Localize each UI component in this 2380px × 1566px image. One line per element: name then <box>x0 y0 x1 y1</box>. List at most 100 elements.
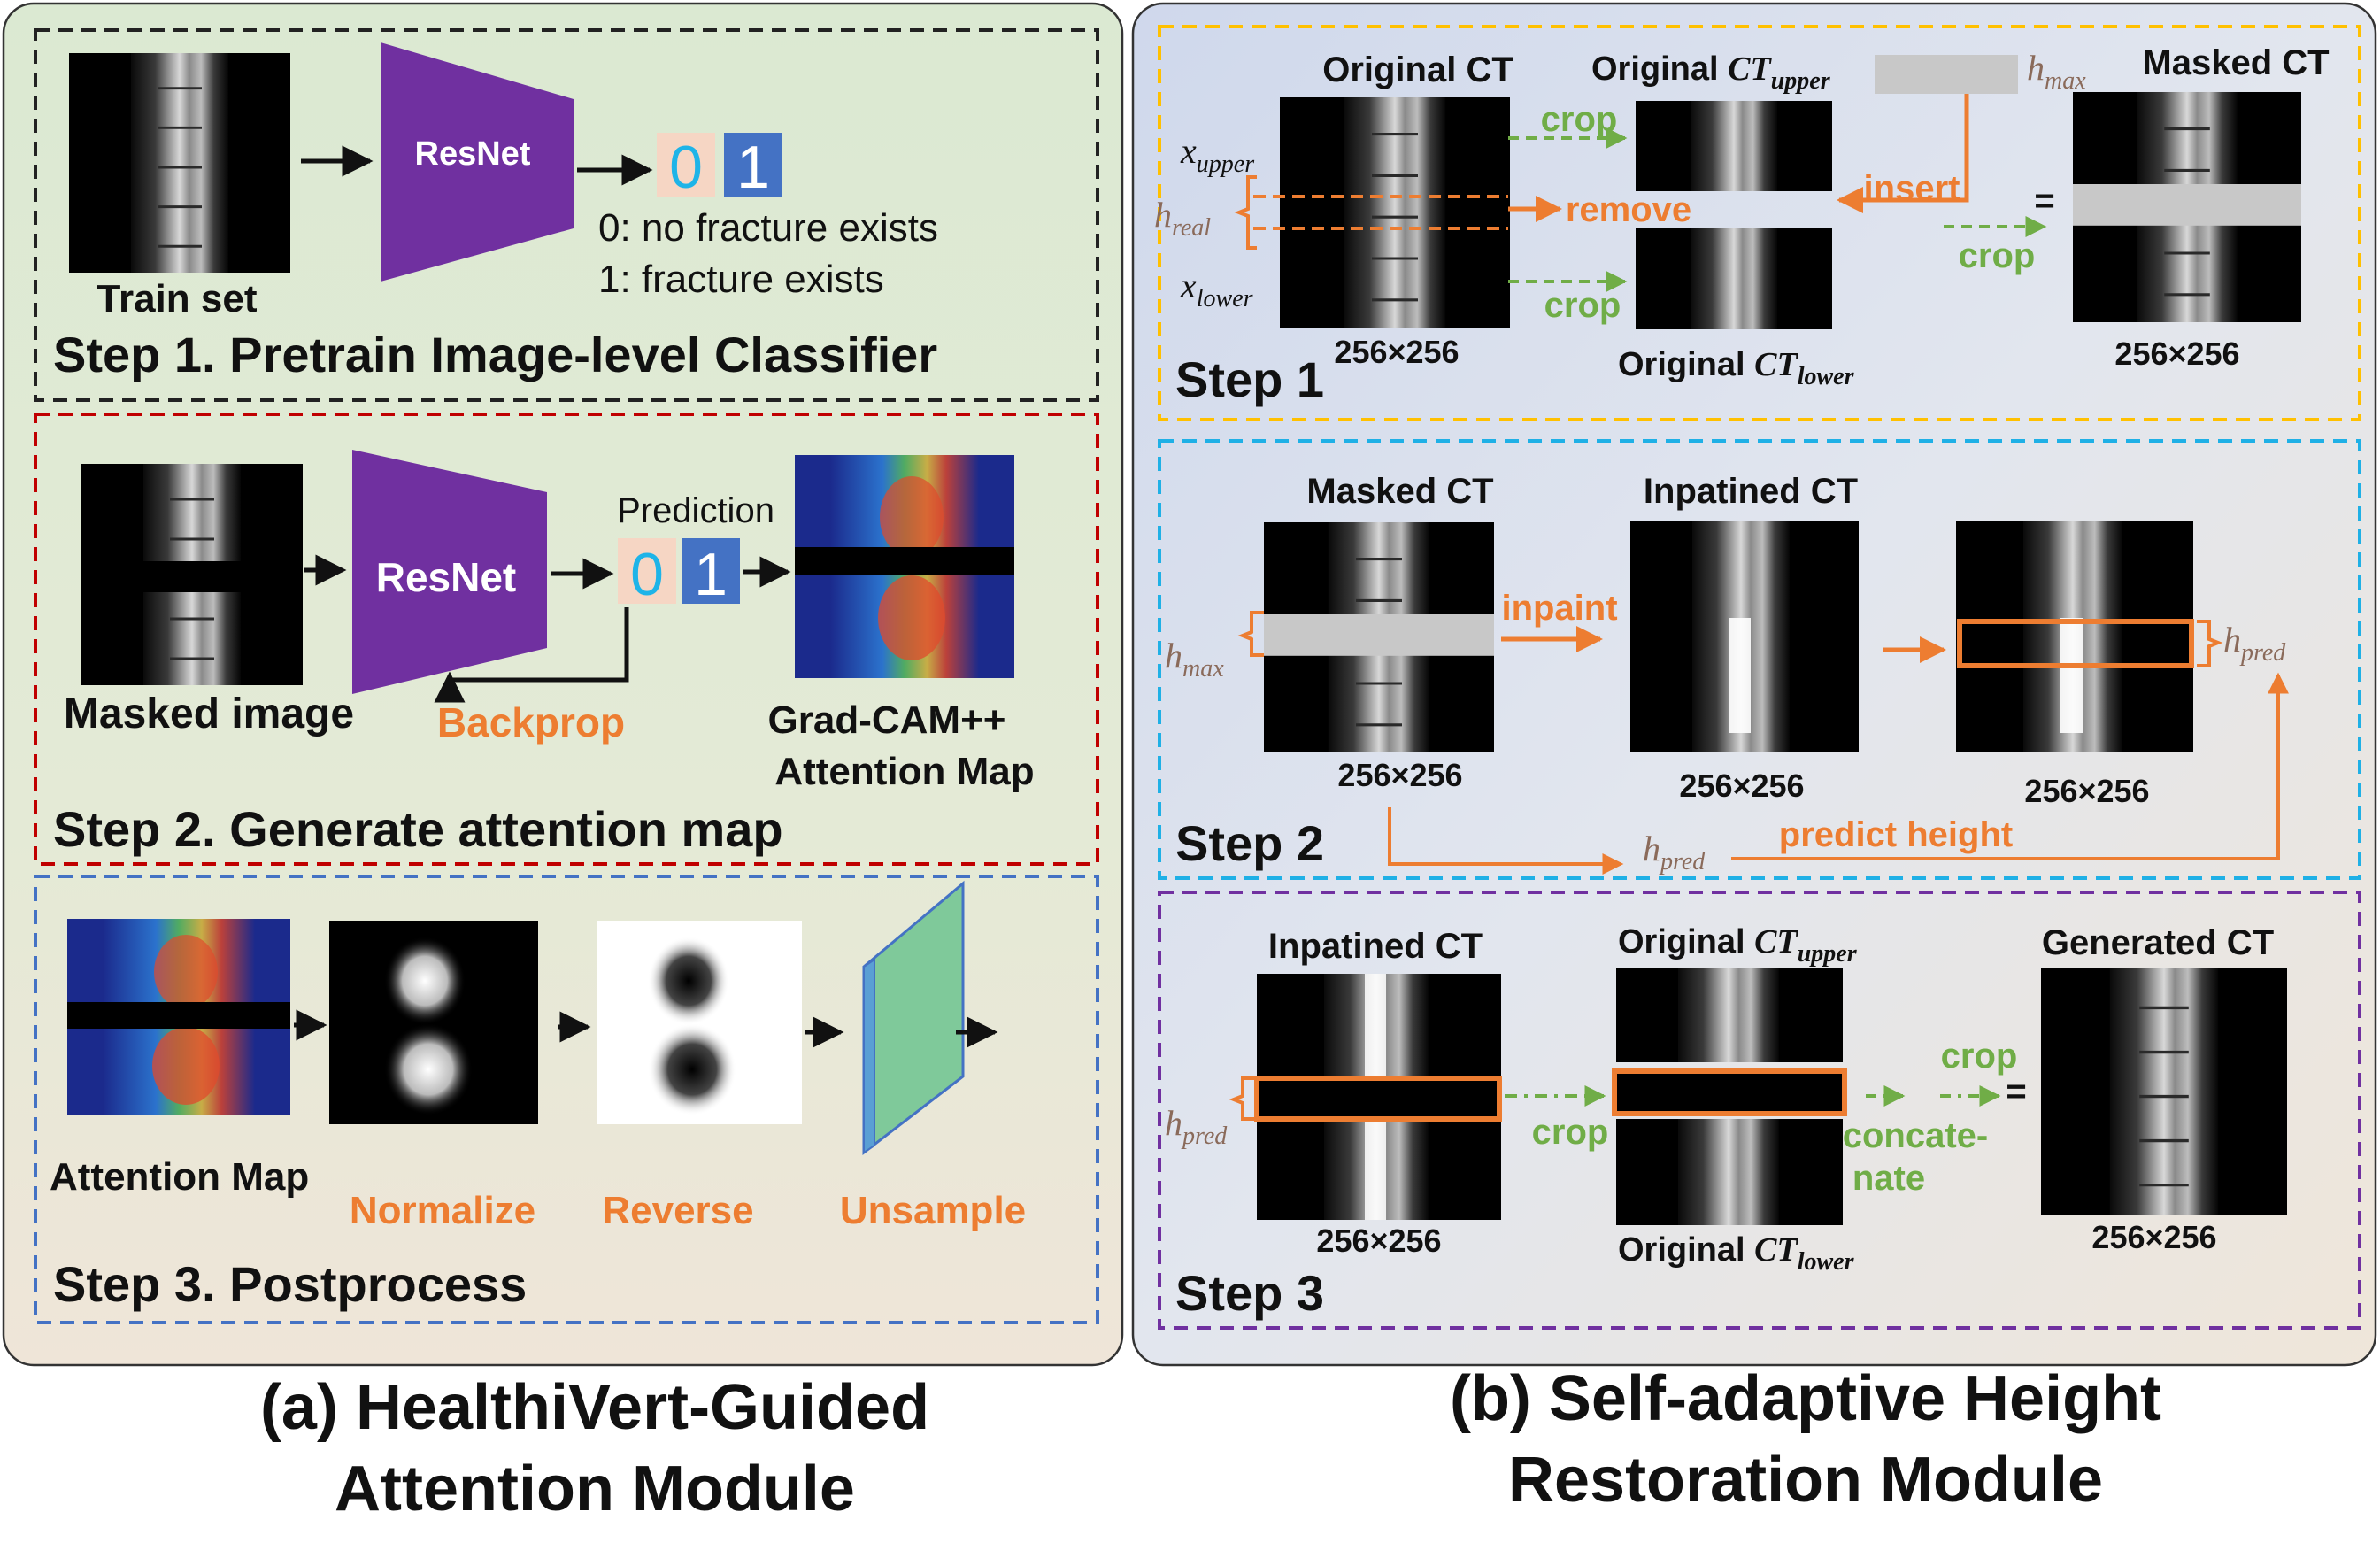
right-caption-line2: Restoration Module <box>1508 1445 2103 1516</box>
crop-label-upper: crop <box>1541 100 1618 139</box>
backprop-arrow <box>434 607 629 703</box>
train-set-image <box>67 51 292 274</box>
crop-label-generated: crop <box>1941 1037 2018 1076</box>
legend-fracture: 1: fracture exists <box>598 258 884 301</box>
original-ct-lower-image-3 <box>1616 1119 1843 1225</box>
original-ct-lower-image-1 <box>1636 228 1832 329</box>
original-ct-upper-label-1: Original CTupper <box>1591 50 1831 95</box>
digit0-box-1 <box>657 133 715 197</box>
right-step3-size-2: 256×256 <box>2091 1219 2216 1255</box>
h-pred-brace-2 <box>2197 620 2223 667</box>
predicted-height-ct <box>1956 521 2193 752</box>
normalize-label: Normalize <box>350 1189 535 1232</box>
left-step2-title: Step 2. Generate attention map <box>53 801 783 857</box>
x-lower-label: xlower <box>1180 266 1253 312</box>
left-step2-box <box>34 413 1099 866</box>
predict-height-arrow-left <box>1388 807 1624 875</box>
right-step2-masked-ct-label: Masked CT <box>1306 472 1493 511</box>
h-pred-label-bottom: hpred <box>1643 829 1706 876</box>
inpaint-label: inpaint <box>1501 589 1617 628</box>
inpainted-ct-image-2 <box>1630 521 1859 752</box>
right-step1-original-ct-label: Original CT <box>1322 50 1513 89</box>
digit1-1: 1 <box>736 134 770 201</box>
right-step2-masked-ct <box>1262 521 1496 754</box>
masked-image <box>80 462 304 687</box>
digit1-box-2 <box>682 538 740 604</box>
right-panel: Original CT xupper hreal xlower 256×256 … <box>1131 2 2377 1367</box>
attention-map-image <box>67 919 290 1115</box>
x-upper-label: xupper <box>1180 131 1254 178</box>
digit0-1: 0 <box>669 134 703 201</box>
masked-ct-label-1: Masked CT <box>2142 43 2329 82</box>
attention-map-label: Attention Map <box>50 1155 309 1199</box>
inpainted-ct-label-2: Inpatined CT <box>1644 472 1858 511</box>
original-ct-upper-image-1 <box>1636 101 1832 191</box>
concatenate-label-1: concate- <box>1843 1116 1989 1155</box>
h-max-brace-2 <box>1237 611 1264 657</box>
right-step3-size-1: 256×256 <box>1316 1223 1441 1259</box>
upsample-label: Unsample <box>840 1189 1026 1232</box>
gray-mask-block <box>1875 55 2018 94</box>
resnet-block-2 <box>352 450 547 694</box>
concatenate-label-2: nate <box>1852 1159 1925 1198</box>
pred-height-box-2 <box>1957 619 2194 668</box>
masked-image-label: Masked image <box>64 690 354 737</box>
h-pred-brace-3 <box>1229 1076 1257 1121</box>
generated-ct-label: Generated CT <box>2042 923 2274 962</box>
remove-label: remove <box>1566 190 1691 229</box>
resnet-label-2: ResNet <box>376 554 517 600</box>
predict-height-label: predict height <box>1779 815 2013 854</box>
insert-arrow <box>1837 94 1969 213</box>
legend-no-fracture: 0: no fracture exists <box>598 206 938 250</box>
left-caption-line2: Attention Module <box>335 1454 855 1524</box>
h-real-brace <box>1234 175 1257 250</box>
left-step1-title: Step 1. Pretrain Image-level Classifier <box>53 327 937 382</box>
left-panel: Train set ResNet 0 1 0: no fracture exis… <box>2 2 1124 1367</box>
digit1-2: 1 <box>694 541 728 608</box>
left-caption-line1: (a) HealthiVert-Guided <box>260 1372 929 1443</box>
right-step2-size-3: 256×256 <box>2024 773 2149 809</box>
crop-label-step3: crop <box>1532 1113 1609 1152</box>
equals-1: = <box>2034 181 2054 220</box>
h-max-label-2: hmax <box>1165 636 1224 683</box>
right-step1-size-1: 256×256 <box>1334 334 1459 370</box>
prediction-label: Prediction <box>617 491 774 530</box>
train-set-label: Train set <box>97 277 258 320</box>
right-step2-size-2: 256×256 <box>1679 768 1804 804</box>
reversed-map <box>597 921 802 1124</box>
right-step1-title: Step 1 <box>1175 351 1324 407</box>
backprop-label: Backprop <box>437 699 625 745</box>
original-ct-lower-label-1: Original CTlower <box>1618 346 1855 390</box>
equals-3: = <box>2006 1072 2026 1111</box>
right-step3-box <box>1158 891 2361 1330</box>
original-ct-upper-image-3 <box>1616 968 1843 1062</box>
h-real-label: hreal <box>1154 195 1211 242</box>
upsample-layer <box>862 880 965 1156</box>
predict-height-arrow-right <box>1731 672 2289 860</box>
reverse-label: Reverse <box>602 1189 753 1232</box>
digit0-box-2 <box>618 538 676 604</box>
left-step3-box <box>34 875 1099 1324</box>
right-caption-line1: (b) Self-adaptive Height <box>1450 1363 2161 1434</box>
left-step3-title: Step 3. Postprocess <box>53 1256 527 1312</box>
masked-ct-image-1 <box>2071 90 2303 324</box>
generated-ct-image <box>2039 967 2289 1216</box>
original-ct-upper-label-3: Original CTupper <box>1618 923 1858 968</box>
crop-label-lower: crop <box>1544 286 1621 325</box>
crop-label-masked: crop <box>1959 236 2036 275</box>
pred-height-box-3 <box>1254 1076 1502 1122</box>
right-step1-box <box>1158 25 2361 421</box>
right-step3-title: Step 3 <box>1175 1265 1324 1321</box>
right-step1-size-2: 256×256 <box>2114 336 2239 372</box>
right-step2-title: Step 2 <box>1175 815 1324 871</box>
right-step2-box <box>1158 439 2361 880</box>
pred-gap-box-3 <box>1612 1068 1847 1116</box>
original-ct-lower-label-3: Original CTlower <box>1618 1231 1855 1276</box>
inpainted-ct-label-3: Inpatined CT <box>1268 927 1483 966</box>
normalized-map <box>329 921 538 1124</box>
right-step2-size-1: 256×256 <box>1337 757 1462 793</box>
left-step1-box <box>34 28 1099 402</box>
h-pred-label-3: hpred <box>1165 1103 1228 1150</box>
digit1-box-1 <box>724 133 782 197</box>
gradcam-attention-map <box>795 455 1014 678</box>
